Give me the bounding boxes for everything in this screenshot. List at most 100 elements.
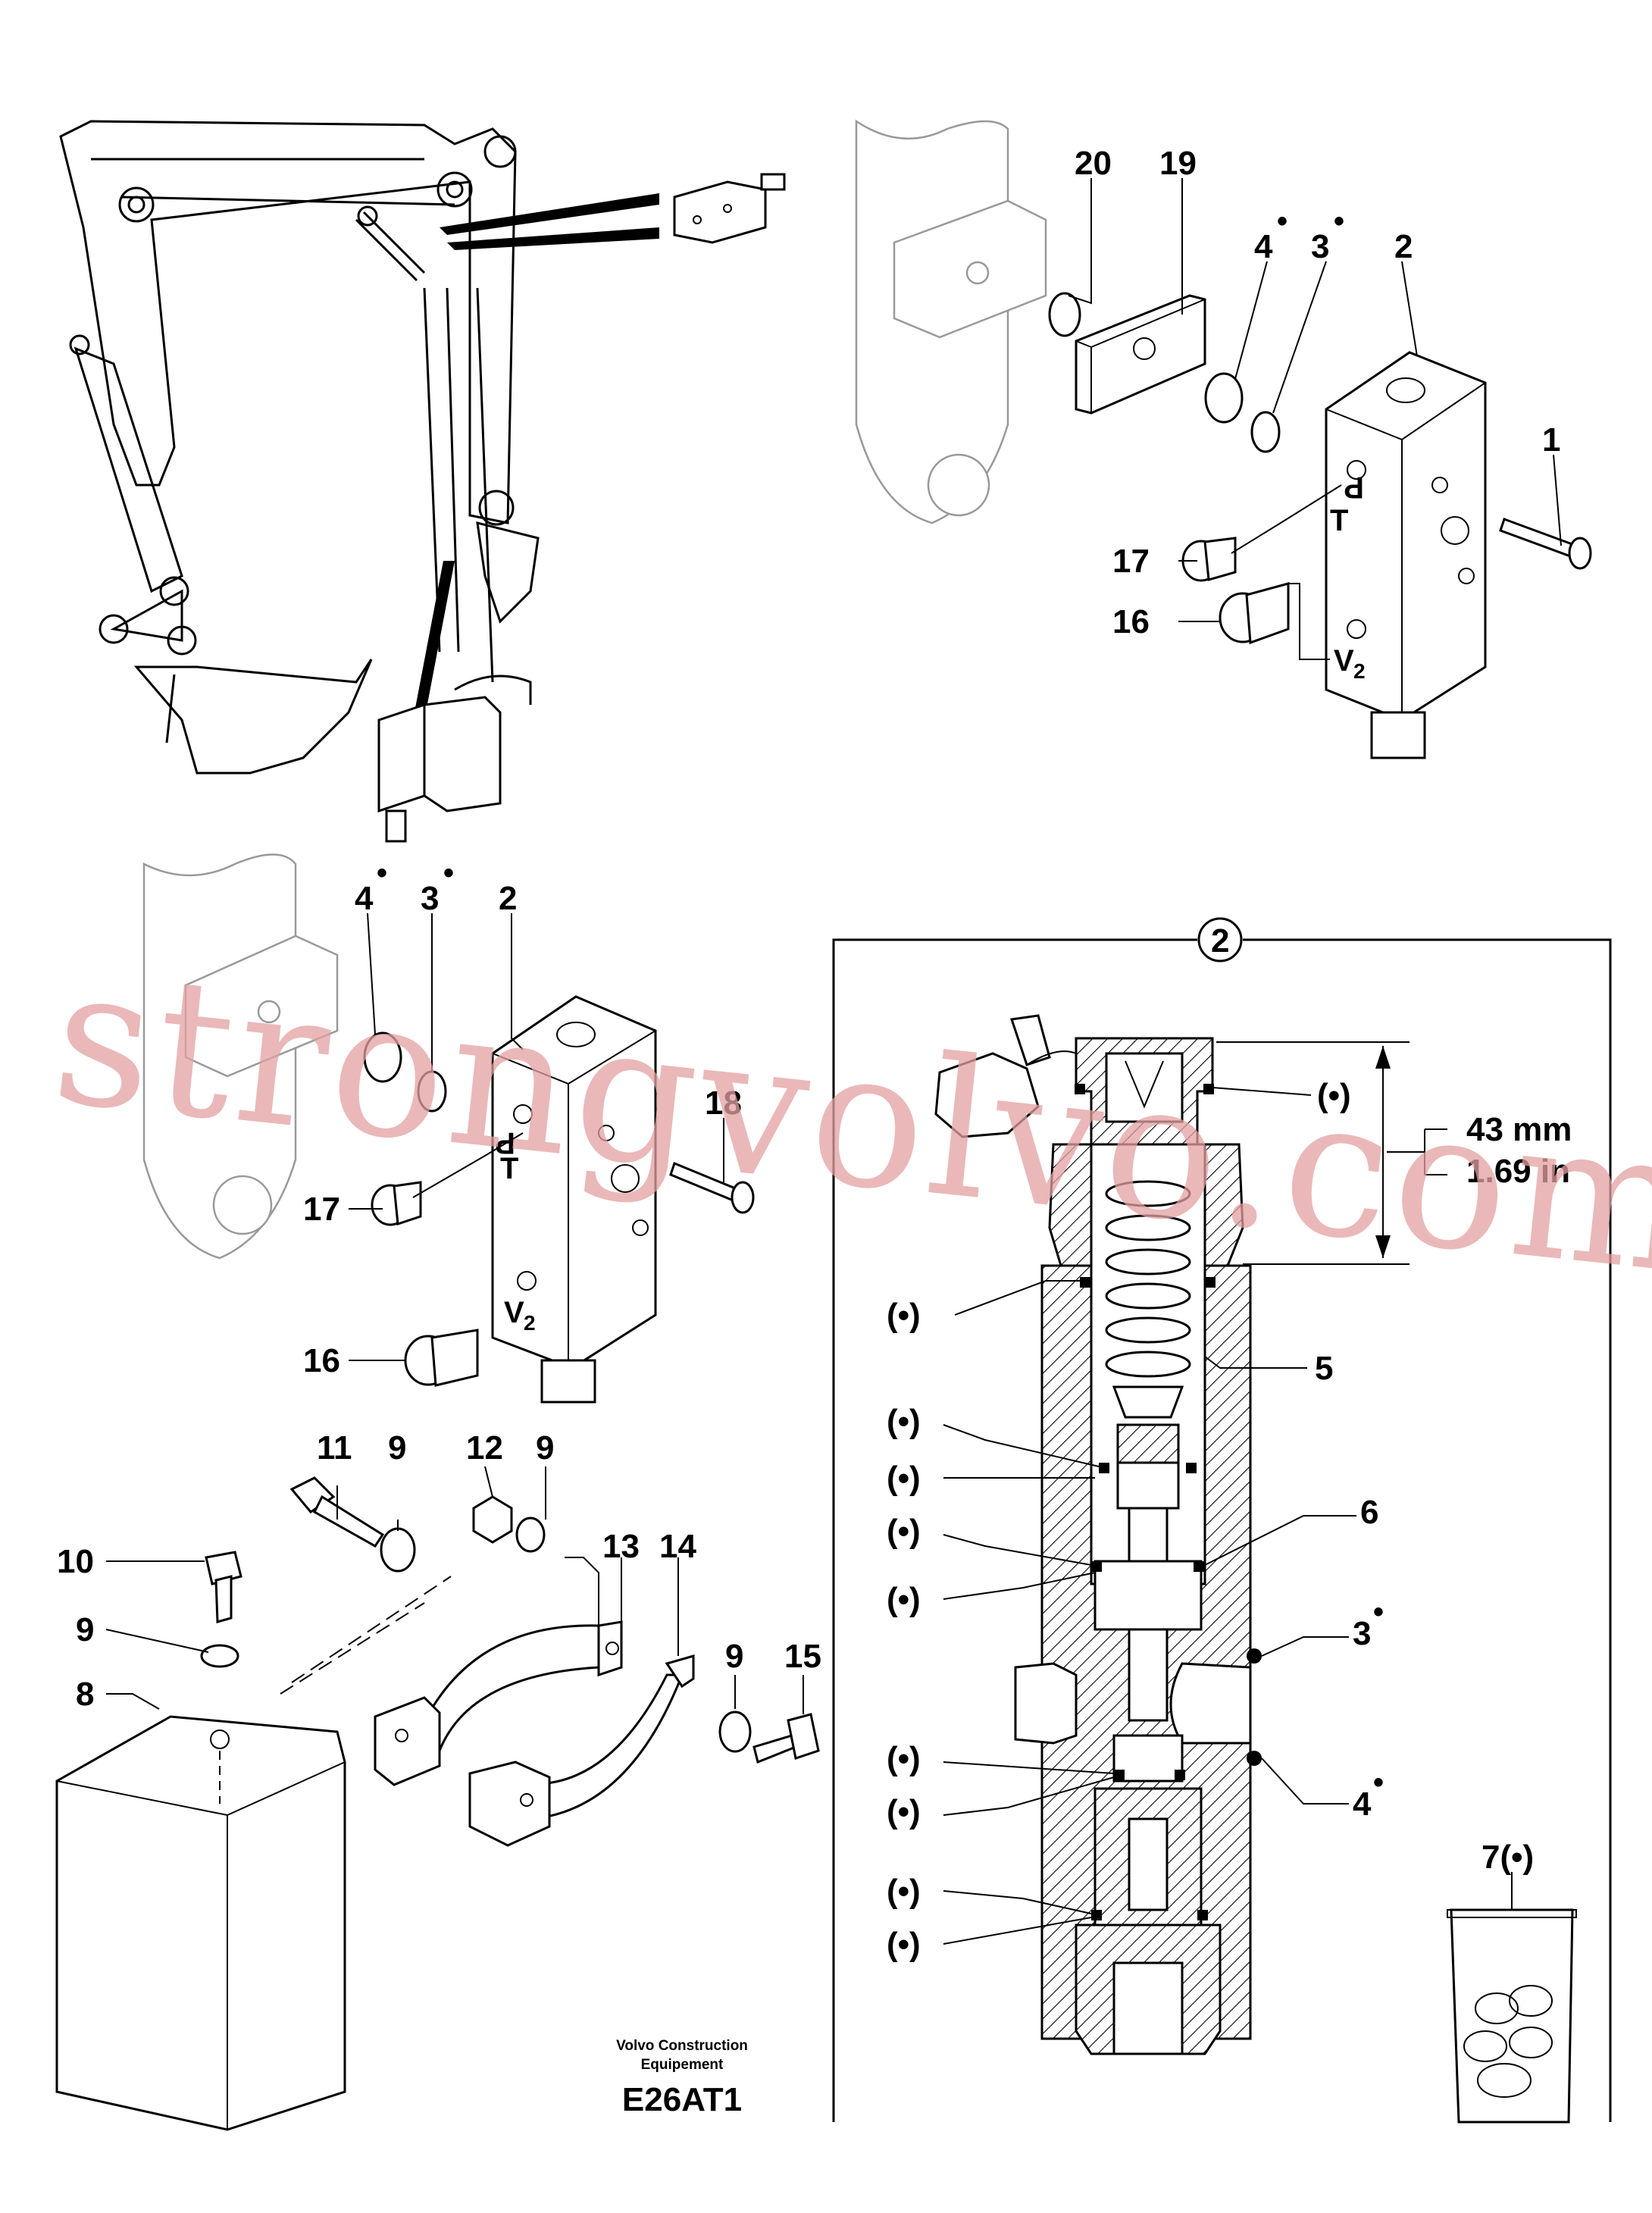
washer-9-c	[515, 1517, 546, 1553]
coil-cover-8	[55, 1715, 346, 2131]
clamp-13	[374, 1620, 623, 1786]
callout-5: 5	[1315, 1350, 1333, 1387]
valve-body-top: P T V 2	[1325, 351, 1487, 759]
callout-6: 6	[1360, 1494, 1378, 1531]
seals	[1075, 1084, 1262, 1920]
washer-9-d	[718, 1711, 752, 1753]
bullet-4-top: •	[1277, 205, 1287, 238]
callout-2-detail: 2	[1211, 922, 1229, 959]
bullet-3-mid: •	[443, 856, 454, 890]
cylinder-ghost-mid	[142, 853, 339, 1260]
callout-3-mid: 3	[421, 880, 439, 917]
callout-4-top: 4	[1254, 228, 1273, 265]
screw-10	[205, 1551, 242, 1623]
figure-code: E26AT1	[622, 2081, 742, 2118]
seal-marker-1: (•)	[1317, 1077, 1351, 1114]
seal-marker-3: (•)	[887, 1403, 921, 1440]
callout-2-mid: 2	[499, 880, 517, 917]
plug-17-top	[1181, 537, 1237, 582]
callout-9-b: 9	[536, 1429, 554, 1466]
callout-19: 19	[1159, 145, 1197, 182]
port-mark-t-mid: T	[500, 1152, 518, 1185]
port-mark-v-mid: V	[504, 1296, 524, 1329]
o-ring-20	[1048, 292, 1081, 337]
callout-10: 10	[57, 1543, 94, 1580]
callout-labels: 20 19 4 • 3 • 2 1 17 16 4 • 3 • 2 18 17 …	[57, 145, 1560, 1963]
plug-16-mid	[404, 1329, 479, 1387]
dimension-metric: 43 mm	[1466, 1111, 1572, 1148]
seal-marker-10: (•)	[887, 1926, 921, 1963]
section-frame	[832, 917, 1612, 2122]
callout-11: 11	[317, 1429, 352, 1466]
seal-marker-7: (•)	[887, 1740, 921, 1777]
dimension-imperial: 1.69 in	[1466, 1153, 1570, 1190]
footer-company-line2: Equipement	[641, 2057, 724, 2073]
seal-marker-2: (•)	[887, 1297, 921, 1334]
callout-16-top: 16	[1112, 603, 1150, 640]
watermark: strongvolvo.com	[45, 925, 1652, 1316]
callout-3-top: 3	[1311, 228, 1329, 265]
washer-9-a	[200, 1644, 239, 1668]
callout-18: 18	[705, 1085, 742, 1122]
callout-7: 7(•)	[1481, 1839, 1534, 1876]
seal-marker-4: (•)	[887, 1460, 921, 1497]
bullet-4-mid: •	[377, 856, 387, 890]
port-mark-t-top: T	[1330, 504, 1348, 537]
valve-cross-section	[934, 1014, 1262, 2055]
plug-17-mid	[371, 1181, 422, 1226]
bolt-11	[289, 1476, 385, 1548]
leaders-bottom	[105, 1466, 804, 1714]
dimension-43mm: 43 mm 1.69 in	[1216, 1041, 1572, 1265]
bolt-15	[752, 1713, 820, 1764]
callout-8: 8	[76, 1676, 94, 1713]
port-mark-v-top: V	[1334, 644, 1354, 678]
bolt-18	[669, 1162, 755, 1214]
callout-2-top: 2	[1394, 228, 1413, 265]
flange-block-19	[1075, 294, 1206, 415]
seal-kit-bag-7	[1447, 1872, 1577, 2124]
seal-marker-6: (•)	[887, 1581, 921, 1618]
clamp-14	[468, 1654, 695, 1847]
callout-9-c: 9	[76, 1611, 94, 1648]
callout-16-mid: 16	[303, 1342, 340, 1379]
callout-9-d: 9	[725, 1638, 743, 1675]
seal-marker-5: (•)	[887, 1513, 921, 1550]
callout-1: 1	[1542, 421, 1560, 459]
spring-5	[1105, 1180, 1191, 1378]
o-ring-4-mid	[363, 1031, 402, 1083]
nut-12	[472, 1495, 513, 1544]
leaders-section	[943, 1087, 1356, 1945]
excavator-arm-illustration	[59, 120, 786, 843]
callout-4-detail: 4	[1353, 1786, 1372, 1823]
bolt-1	[1499, 518, 1592, 570]
callout-9-a: 9	[388, 1429, 406, 1466]
cylinder-ghost-top	[855, 119, 1047, 524]
callout-13: 13	[602, 1528, 640, 1565]
footer-company-line1: Volvo Construction	[616, 2038, 748, 2054]
seal-marker-8: (•)	[887, 1793, 921, 1830]
valve-body-mid: P T V 2	[491, 995, 657, 1404]
bullet-3-detail: •	[1373, 1595, 1384, 1629]
leaders-top	[1068, 178, 1562, 660]
port-mark-v-sub-mid: 2	[524, 1311, 536, 1335]
port-mark-p-top: P	[1344, 471, 1364, 504]
o-ring-4-top	[1204, 372, 1244, 424]
port-mark-v-sub-top: 2	[1353, 659, 1366, 683]
callout-4-mid: 4	[355, 880, 374, 917]
o-ring-3-top	[1250, 411, 1281, 453]
seal-marker-9: (•)	[887, 1873, 921, 1910]
callout-15: 15	[784, 1638, 821, 1675]
leaders-mid	[349, 912, 724, 1361]
washer-9-b	[380, 1527, 416, 1573]
bullet-3-top: •	[1334, 205, 1344, 238]
callout-3-detail: 3	[1353, 1615, 1371, 1652]
callout-12: 12	[466, 1429, 503, 1466]
callout-20: 20	[1075, 145, 1112, 182]
bullet-4-detail: •	[1373, 1766, 1384, 1799]
callout-17-mid: 17	[303, 1191, 340, 1228]
plug-16-top	[1219, 582, 1290, 645]
callout-17-top: 17	[1112, 543, 1150, 580]
footer: Volvo Construction Equipement E26AT1	[616, 2038, 748, 2118]
callout-14: 14	[659, 1528, 696, 1565]
